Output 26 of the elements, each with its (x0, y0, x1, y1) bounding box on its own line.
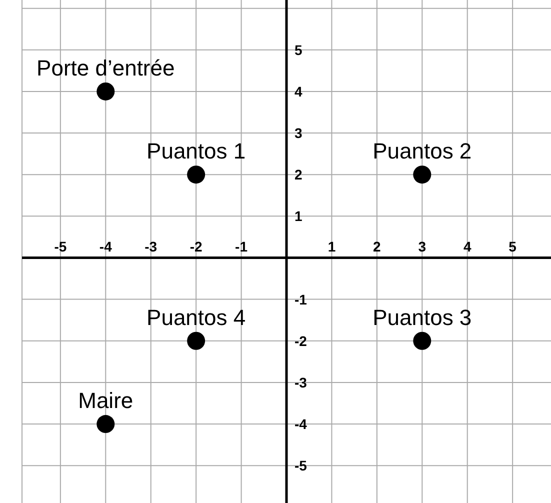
tick-label: -3 (294, 374, 307, 390)
tick-label: 2 (294, 166, 302, 183)
point-label: Puantos 2 (372, 138, 472, 164)
point-label: Puantos 1 (146, 138, 246, 164)
tick-label: 2 (373, 238, 381, 255)
tick-label: 3 (294, 125, 302, 142)
tick-label: -5 (294, 458, 307, 474)
tick-label: 1 (294, 208, 302, 224)
tick-label: -4 (99, 238, 112, 255)
point-label: Porte d’entrée (36, 55, 175, 80)
tick-label: -1 (235, 238, 248, 255)
tick-label: 4 (294, 83, 302, 100)
tick-label: -3 (144, 238, 158, 255)
tick-label: 5 (294, 42, 302, 58)
tick-label: 3 (418, 238, 426, 255)
tick-label: -1 (294, 291, 307, 308)
tick-label: 5 (508, 238, 516, 255)
point-label: Puantos 3 (372, 304, 472, 330)
point-label: Maire (78, 388, 134, 414)
tick-label: 1 (328, 238, 336, 255)
point-label: Puantos 4 (146, 304, 246, 330)
tick-label: -4 (294, 416, 307, 432)
tick-label: 4 (463, 238, 472, 255)
tick-label: -2 (294, 332, 307, 349)
tick-label: -2 (190, 238, 202, 255)
tick-label: -5 (54, 238, 67, 255)
